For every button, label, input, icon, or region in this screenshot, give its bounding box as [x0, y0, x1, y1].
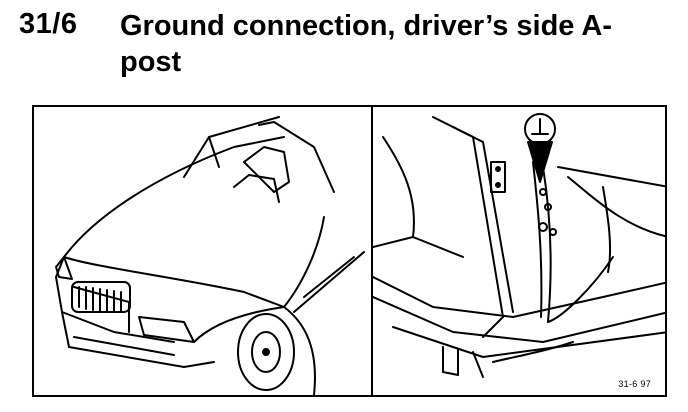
- panel-divider: [371, 107, 373, 395]
- figure-code: 31-6 97: [618, 379, 651, 389]
- car-front-illustration: [55, 116, 365, 395]
- a-post-ground-illustration: [373, 113, 665, 378]
- section-heading: 31/6 Ground connection, driver’s side A-…: [0, 0, 688, 100]
- section-title: Ground connection, driver’s side A-post: [120, 10, 612, 78]
- illustration-frame: 31-6 97: [32, 105, 667, 397]
- section-number: 31/6: [19, 8, 78, 40]
